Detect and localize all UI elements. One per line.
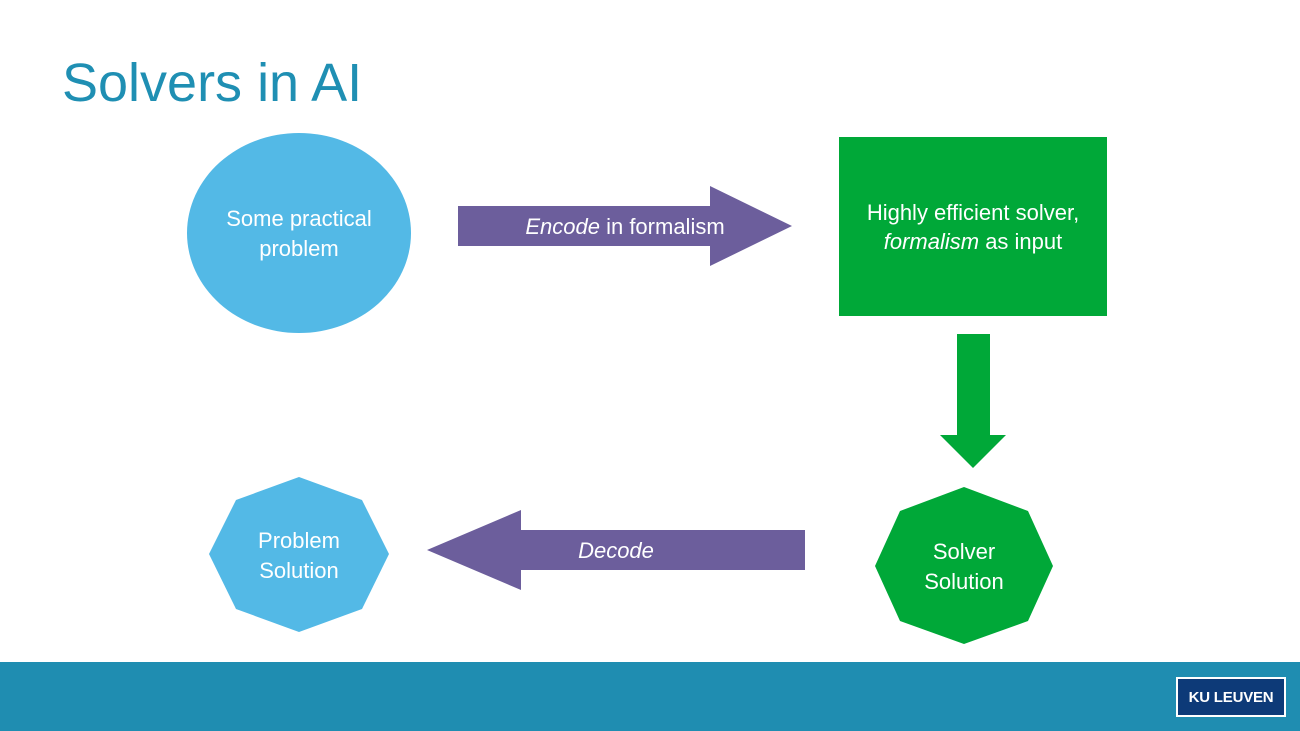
solver-label-line2: formalism as input	[884, 229, 1063, 254]
encode-label-em: Encode	[525, 214, 600, 239]
solver-solution-label-line1: Solver	[933, 539, 995, 564]
slide-title: Solvers in AI	[62, 53, 363, 113]
solver-solution-star-overlay	[900, 511, 1028, 621]
down-arrow	[940, 334, 1006, 468]
practical-problem-label-line2: problem	[259, 236, 338, 261]
decode-arrow	[427, 510, 805, 590]
solver-solution-label-line2: Solution	[924, 569, 1004, 594]
encode-label-rest: in formalism	[600, 214, 725, 239]
encode-arrow	[458, 186, 792, 266]
solver-box	[839, 137, 1107, 316]
problem-solution-label-line2: Solution	[259, 558, 339, 583]
footer-bar	[0, 662, 1300, 731]
ku-leuven-logo: KU LEUVEN	[1176, 677, 1286, 717]
encode-arrow-label: Encode in formalism	[525, 214, 724, 239]
decode-arrow-label: Decode	[578, 538, 654, 563]
logo-text: KU LEUVEN	[1178, 679, 1284, 715]
solver-label-rest: as input	[979, 229, 1062, 254]
problem-solution-star-overlay	[236, 500, 362, 609]
problem-solution-label-line1: Problem	[258, 528, 340, 553]
solver-label-em: formalism	[884, 229, 979, 254]
solver-label-line1: Highly efficient solver,	[867, 200, 1079, 225]
practical-problem-label-line1: Some practical	[226, 206, 372, 231]
practical-problem-ellipse	[187, 133, 411, 333]
